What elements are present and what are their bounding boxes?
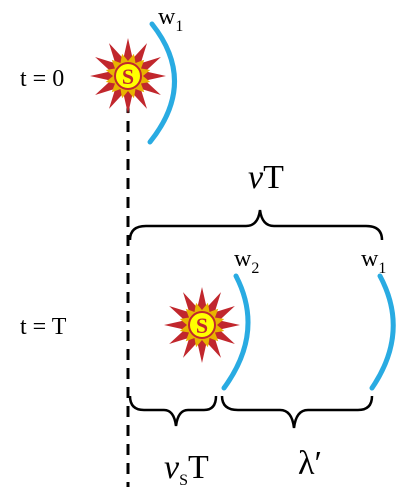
time-label-t0: t = 0 (20, 66, 64, 92)
brace-label-vT: vT (248, 159, 284, 196)
brace-label-wavelength: λ′ (298, 445, 322, 482)
source-letter: S (196, 313, 208, 338)
wavefront-arc-w1 (369, 273, 396, 391)
sun-burst-icon (90, 38, 166, 114)
source-letter: S (122, 64, 134, 89)
wavefront-arc-w2 (221, 273, 251, 391)
brace-wavelength (220, 395, 374, 429)
time-label-tT: t = T (20, 314, 67, 340)
wavefront-label-top: w1 (158, 4, 183, 35)
wavefront-label-w1: w1 (361, 246, 386, 277)
source-tT: S (164, 287, 240, 363)
wavefront-arc-top (147, 21, 177, 145)
brace-vT (128, 209, 384, 241)
sun-burst-icon (164, 287, 240, 363)
brace-label-vsT: vST (164, 449, 209, 487)
source-t0: S (90, 38, 166, 114)
brace-vsT (128, 395, 218, 427)
wavefront-label-w2: w2 (234, 246, 259, 277)
